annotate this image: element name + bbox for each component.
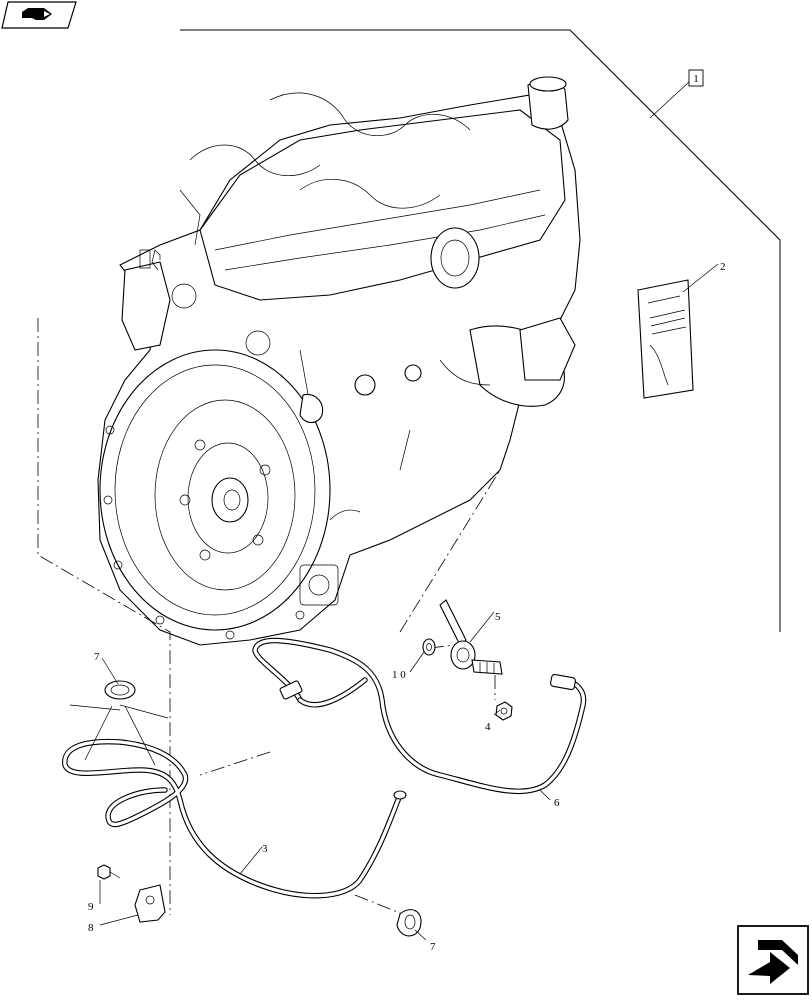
bolt xyxy=(97,864,121,880)
callout-part-9: 9 xyxy=(88,901,94,913)
cable-tie-bottom xyxy=(396,909,422,937)
next-page-arrow-icon[interactable] xyxy=(737,925,809,995)
mounting-clip xyxy=(134,884,166,923)
callout-part-5: 5 xyxy=(495,611,501,623)
callout-part-7-top: 7 xyxy=(94,651,100,663)
nut xyxy=(495,701,513,721)
wire-harness-6 xyxy=(252,637,587,795)
callout-part-1: 1 xyxy=(688,69,704,87)
callout-part-2: 2 xyxy=(720,261,726,273)
engine-assembly xyxy=(97,76,581,646)
wire-harness-3 xyxy=(62,738,407,899)
leader-lines xyxy=(99,81,719,941)
book-navigation-icon[interactable] xyxy=(1,1,77,29)
callout-part-4: 4 xyxy=(485,721,491,733)
assembly-bracket xyxy=(180,29,781,632)
cable-tie-top xyxy=(69,680,169,766)
callout-part-7-bottom: 7 xyxy=(430,941,436,953)
sensor-assembly xyxy=(422,599,503,675)
assembly-lines xyxy=(37,318,501,916)
callout-part-8: 8 xyxy=(88,922,94,934)
manual-booklet xyxy=(637,279,694,399)
callout-label: 1 xyxy=(693,73,699,85)
callout-part-3: 3 xyxy=(262,843,268,855)
callout-part-10: 1 0 xyxy=(392,669,406,681)
callout-part-6: 6 xyxy=(554,797,560,809)
